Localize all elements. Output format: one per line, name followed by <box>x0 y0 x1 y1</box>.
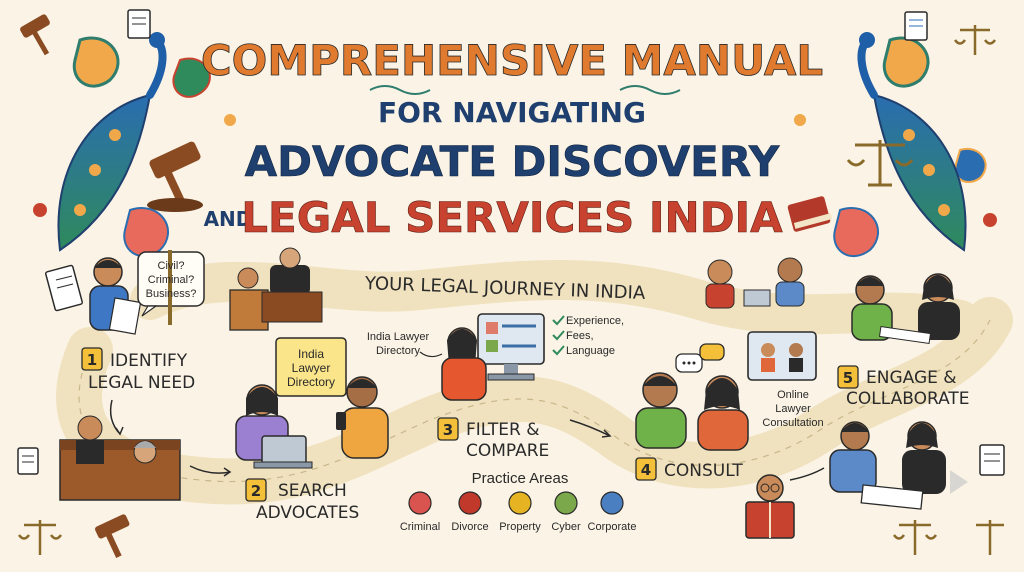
practice-area-label: Divorce <box>451 521 488 533</box>
practice-areas-list: Criminal Divorce Property Cyber Corporate <box>400 491 637 533</box>
law-book-icon <box>787 196 833 232</box>
building-icon <box>600 491 624 515</box>
peacock-left-icon <box>57 32 167 252</box>
title-and: AND <box>204 207 253 231</box>
step-5-line1: ENGAGE & <box>866 368 957 388</box>
practice-area-corporate: Corporate <box>588 491 637 533</box>
step-4-line1: CONSULT <box>664 461 743 481</box>
signing-scene <box>829 421 968 510</box>
practice-area-property: Property <box>499 491 541 533</box>
online-caption-line2: Lawyer <box>775 403 811 415</box>
step-1-line1: IDENTIFY <box>110 351 188 371</box>
step-5-badge <box>837 365 859 389</box>
title-line1: COMPREHENSIVE MANUAL <box>201 36 823 85</box>
step-4-number: 4 <box>641 461 651 479</box>
directory-caption-line2: Directory <box>376 345 421 357</box>
step-2-number: 2 <box>251 482 261 500</box>
practice-area-label: Cyber <box>551 521 581 533</box>
directory-caption-line1: India Lawyer <box>367 331 430 343</box>
step-5-number: 5 <box>843 369 853 387</box>
directory-note-line3: Directory <box>287 375 335 389</box>
step-3-line1: FILTER & <box>466 420 540 440</box>
person-laptop-woman <box>235 384 313 469</box>
need-bubble-line3: Business? <box>146 288 197 300</box>
person-consult-man <box>635 372 687 449</box>
house-icon <box>508 491 532 515</box>
broken-heart-icon <box>458 491 482 515</box>
practice-area-label: Corporate <box>588 521 637 533</box>
step-1-number: 1 <box>87 351 97 369</box>
peacock-right-icon <box>857 32 967 252</box>
step-1-line2: LEGAL NEED <box>88 373 195 393</box>
caption-arrow <box>419 351 443 358</box>
step-5-line2: COLLABORATE <box>846 389 970 409</box>
client-advocate-meeting <box>851 273 960 344</box>
title-line4: LEGAL SERVICES INDIA <box>241 193 783 242</box>
person-phone-man <box>336 376 389 459</box>
title-line3: ADVOCATE DISCOVERY <box>245 137 780 186</box>
step-3-badge <box>437 417 459 441</box>
advocate-desk-scene <box>229 247 323 331</box>
scales-bottom-left-icon <box>17 520 63 555</box>
gavel-bottom-left-icon <box>95 514 130 558</box>
video-call-screen <box>747 331 817 381</box>
directory-note-line2: Lawyer <box>292 361 331 375</box>
child-reading-book <box>745 474 795 539</box>
step-1-badge <box>81 347 103 371</box>
computer-monitor-icon <box>477 313 545 381</box>
laptop-icon <box>554 491 578 515</box>
need-bubble-line2: Criminal? <box>148 274 194 286</box>
practice-area-label: Criminal <box>400 521 440 533</box>
step-3-line2: COMPARE <box>466 441 549 461</box>
title-line2: FOR NAVIGATING <box>378 96 646 129</box>
title-vine-right <box>619 85 681 95</box>
document-icon <box>17 9 1005 476</box>
person-computer-woman <box>441 327 487 401</box>
journey-arrows <box>109 399 825 481</box>
title-vine <box>369 85 431 95</box>
practice-area-label: Property <box>499 521 541 533</box>
criteria-line3: Language <box>566 345 615 357</box>
scales-top-right-icon <box>953 25 997 55</box>
online-caption-line3: Consultation <box>762 417 823 429</box>
step-2-line1: SEARCH <box>278 481 347 501</box>
practice-areas-title: Practice Areas <box>472 470 569 487</box>
online-caption-line1: Online <box>777 389 809 401</box>
directory-note <box>275 337 347 397</box>
criteria-line1: Experience, <box>566 315 624 327</box>
need-bubble-line1: Civil? <box>158 260 185 272</box>
need-speech-bubble <box>137 250 205 325</box>
couple-laptop-scene <box>705 257 805 309</box>
practice-area-criminal: Criminal <box>400 491 440 533</box>
step-2-line2: ADVOCATES <box>256 503 359 523</box>
gavel-top-left-icon <box>20 14 50 56</box>
check-icons <box>552 315 565 356</box>
step-4-badge <box>635 457 657 481</box>
person-identify-need <box>45 257 142 335</box>
scales-bottom-right-icon <box>892 520 1004 555</box>
gavel-icon <box>408 491 432 515</box>
chat-bubbles-icon <box>675 343 725 373</box>
step-3-number: 3 <box>443 421 453 439</box>
criteria-line2: Fees, <box>566 330 594 342</box>
gavel-icon <box>147 141 203 212</box>
practice-area-divorce: Divorce <box>451 491 489 533</box>
practice-area-cyber: Cyber <box>551 491 581 533</box>
paisley-decor <box>33 36 997 257</box>
directory-note-line1: India <box>298 347 324 361</box>
step-2-badge <box>245 478 267 502</box>
person-consult-woman <box>697 375 749 451</box>
courtroom-scene <box>59 415 181 501</box>
scales-icon <box>846 140 914 187</box>
